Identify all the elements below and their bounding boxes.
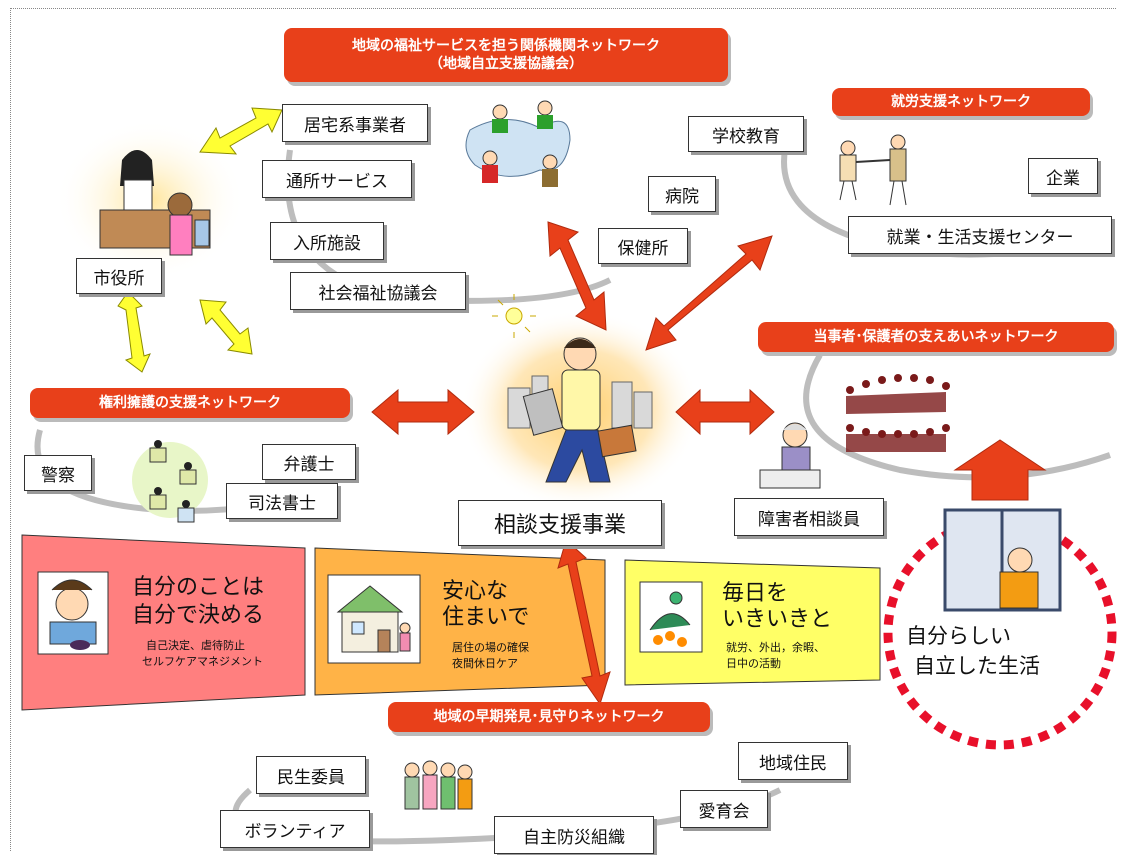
city-skyline (507, 375, 653, 429)
banner-peer-support: 当事者･保護者の支えあいネットワーク (758, 322, 1114, 352)
panel-daily-line2: いきいきと (722, 607, 833, 632)
arrow-center-employment (645, 235, 773, 351)
panel-daily-sub1: 就労、外出，余暇、 (726, 641, 825, 654)
arrow-cityhall-rights (117, 291, 151, 373)
panel-daily-line1: 毎日を (722, 581, 789, 606)
node-disaster-org: 自主防災組織 (494, 816, 654, 854)
node-local-residents: 地域住民 (738, 742, 848, 780)
node-health-center: 保健所 (598, 228, 688, 264)
arrow-cityhall-welfare (199, 107, 283, 155)
banner-regional-welfare: 地域の福祉サービスを担う関係機関ネットワーク （地域自立支援協議会） (284, 28, 728, 82)
node-company: 企業 (1028, 158, 1098, 194)
panel-daily-sub2: 日中の活動 (726, 657, 781, 670)
panel-self-sub1: 自己決定、虐待防止 (146, 639, 245, 652)
panel-home-sub1: 居住の場の確保 (452, 641, 529, 654)
goal-line2: 自立した生活 (914, 654, 1040, 678)
peer-network-curve (803, 353, 1111, 481)
node-volunteer: ボランティア (220, 810, 370, 848)
handshake-illustration (839, 134, 907, 206)
node-employment-center: 就業・生活支援センター (848, 216, 1112, 254)
panel-home-sub2: 夜間休日ケア (452, 657, 518, 670)
node-hospital: 病院 (648, 176, 716, 212)
banner-early-detection: 地域の早期発見･見守りネットワーク (388, 702, 710, 732)
node-school: 学校教育 (688, 116, 804, 152)
panel-self-line2: 自分で決める (132, 603, 265, 628)
sun-icon (505, 307, 523, 325)
node-city-hall: 市役所 (76, 258, 162, 294)
circle-of-people-illustration (846, 374, 950, 452)
banner-employment: 就労支援ネットワーク (832, 88, 1090, 116)
banner-regional-welfare-line2: （地域自立支援協議会） (429, 56, 583, 72)
arrow-rights-center (371, 388, 475, 436)
arrow-cityhall-center (199, 299, 253, 355)
node-social-welfare-council: 社会福祉協議会 (290, 272, 466, 310)
panel-home-line2: 住まいで (442, 605, 530, 630)
node-lawyer: 弁護士 (262, 444, 356, 480)
arrow-goal-peer (953, 439, 1047, 501)
node-disability-counselor: 障害者相談員 (734, 498, 884, 536)
node-home-care: 居宅系事業者 (282, 104, 428, 142)
node-consultation: 相談支援事業 (458, 500, 662, 546)
arrow-center-welfare (547, 221, 607, 331)
neighbors-illustration (404, 760, 473, 810)
node-parenting-group: 愛育会 (680, 790, 768, 828)
diagram-frame (10, 8, 1116, 851)
node-day-service: 通所サービス (262, 160, 412, 198)
banner-regional-welfare-line1: 地域の福祉サービスを担う関係機関ネットワーク (352, 38, 660, 54)
banner-rights-advocacy: 権利擁護の支援ネットワーク (30, 388, 350, 418)
rights-people-illustration (132, 440, 208, 523)
node-scrivener: 司法書士 (226, 483, 338, 519)
node-residential: 入所施設 (270, 222, 384, 260)
node-police: 警察 (24, 455, 92, 491)
city-hall-illustration (99, 150, 211, 256)
consultant-figure (522, 337, 637, 483)
panel-self-line1: 自分のことは (132, 575, 265, 600)
counselor-illustration (759, 422, 821, 489)
panel-home-line1: 安心な (442, 579, 509, 604)
panel-self-sub2: セルフケアマネジメント (142, 655, 263, 668)
puzzle-people-illustration (465, 100, 571, 187)
arrow-center-counselor (675, 388, 775, 436)
goal-line1: 自分らしい (906, 624, 1011, 648)
node-welfare-commissioner: 民生委員 (256, 756, 366, 794)
